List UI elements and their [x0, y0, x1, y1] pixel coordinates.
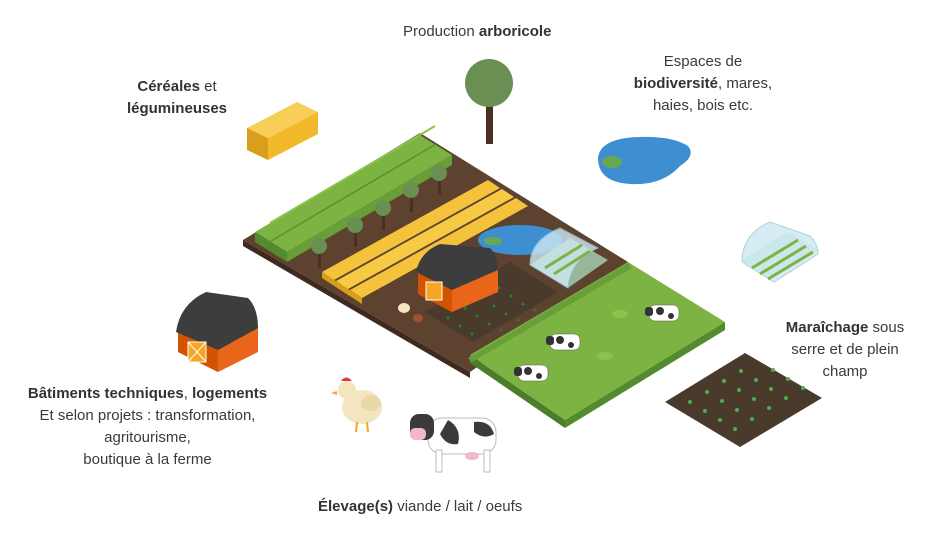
label-maraichage: Maraîchage sous serre et de plein champ [770, 317, 920, 383]
label-bold: Élevage(s) [318, 498, 394, 515]
label-line: biodiversité, mares, [628, 73, 778, 95]
label-line: légumineuses [112, 98, 242, 120]
tree-icon [465, 59, 513, 144]
label-line: champ [822, 363, 868, 380]
cow-icon [410, 414, 497, 473]
label-bold: Bâtiments techniques [27, 385, 184, 402]
label-text: sous [868, 319, 905, 336]
cow-on-pasture-2 [645, 304, 680, 322]
farm-landscape-icon [243, 125, 725, 428]
label-line: Céréales et [112, 76, 242, 98]
hay-bale-icon [247, 102, 318, 160]
greenhouse-icon [529, 227, 608, 289]
label-line: Bâtiments techniques, logements [10, 383, 285, 405]
label-production-arboricole: Production arboricole [403, 21, 551, 43]
label-text: Production [403, 23, 479, 40]
label-bold: arboricole [478, 23, 552, 40]
label-text: et [199, 78, 217, 95]
label-batiments: Bâtiments techniques, logements Et selon… [10, 383, 285, 471]
vegetable-plot-icon [665, 353, 822, 447]
label-text: , mares, [718, 75, 773, 92]
pond-icon [598, 136, 691, 185]
barn-icon [416, 244, 498, 312]
label-text: viande / lait / oeufs [393, 498, 523, 515]
tree-row [311, 165, 447, 268]
barn-icon-left [176, 292, 258, 372]
label-line: Espaces de [663, 53, 743, 70]
label-bold: Maraîchage [785, 319, 869, 336]
label-bold: Céréales [137, 78, 200, 95]
label-elevage: Élevage(s) viande / lait / oeufs [318, 496, 522, 518]
label-bold: logements [192, 385, 268, 402]
label-text: , [183, 385, 193, 402]
label-line: serre et de plein [791, 341, 899, 358]
label-line: boutique à la ferme [83, 451, 212, 468]
label-biodiversite: Espaces de biodiversité, mares, haies, b… [628, 51, 778, 117]
greenhouse-icon-right [741, 221, 819, 283]
label-line: Maraîchage sous [770, 317, 920, 339]
chicken-icon [331, 377, 382, 433]
label-line: agritourisme, [104, 429, 191, 446]
cow-on-pasture-1 [546, 333, 581, 351]
cow-on-pasture-3 [514, 364, 549, 382]
label-bold: biodiversité [633, 75, 718, 92]
label-line: Et selon projets : transformation, [39, 407, 256, 424]
label-bold: légumineuses [126, 100, 228, 117]
label-line: haies, bois etc. [652, 97, 754, 114]
label-cereales: Céréales et légumineuses [112, 76, 242, 120]
